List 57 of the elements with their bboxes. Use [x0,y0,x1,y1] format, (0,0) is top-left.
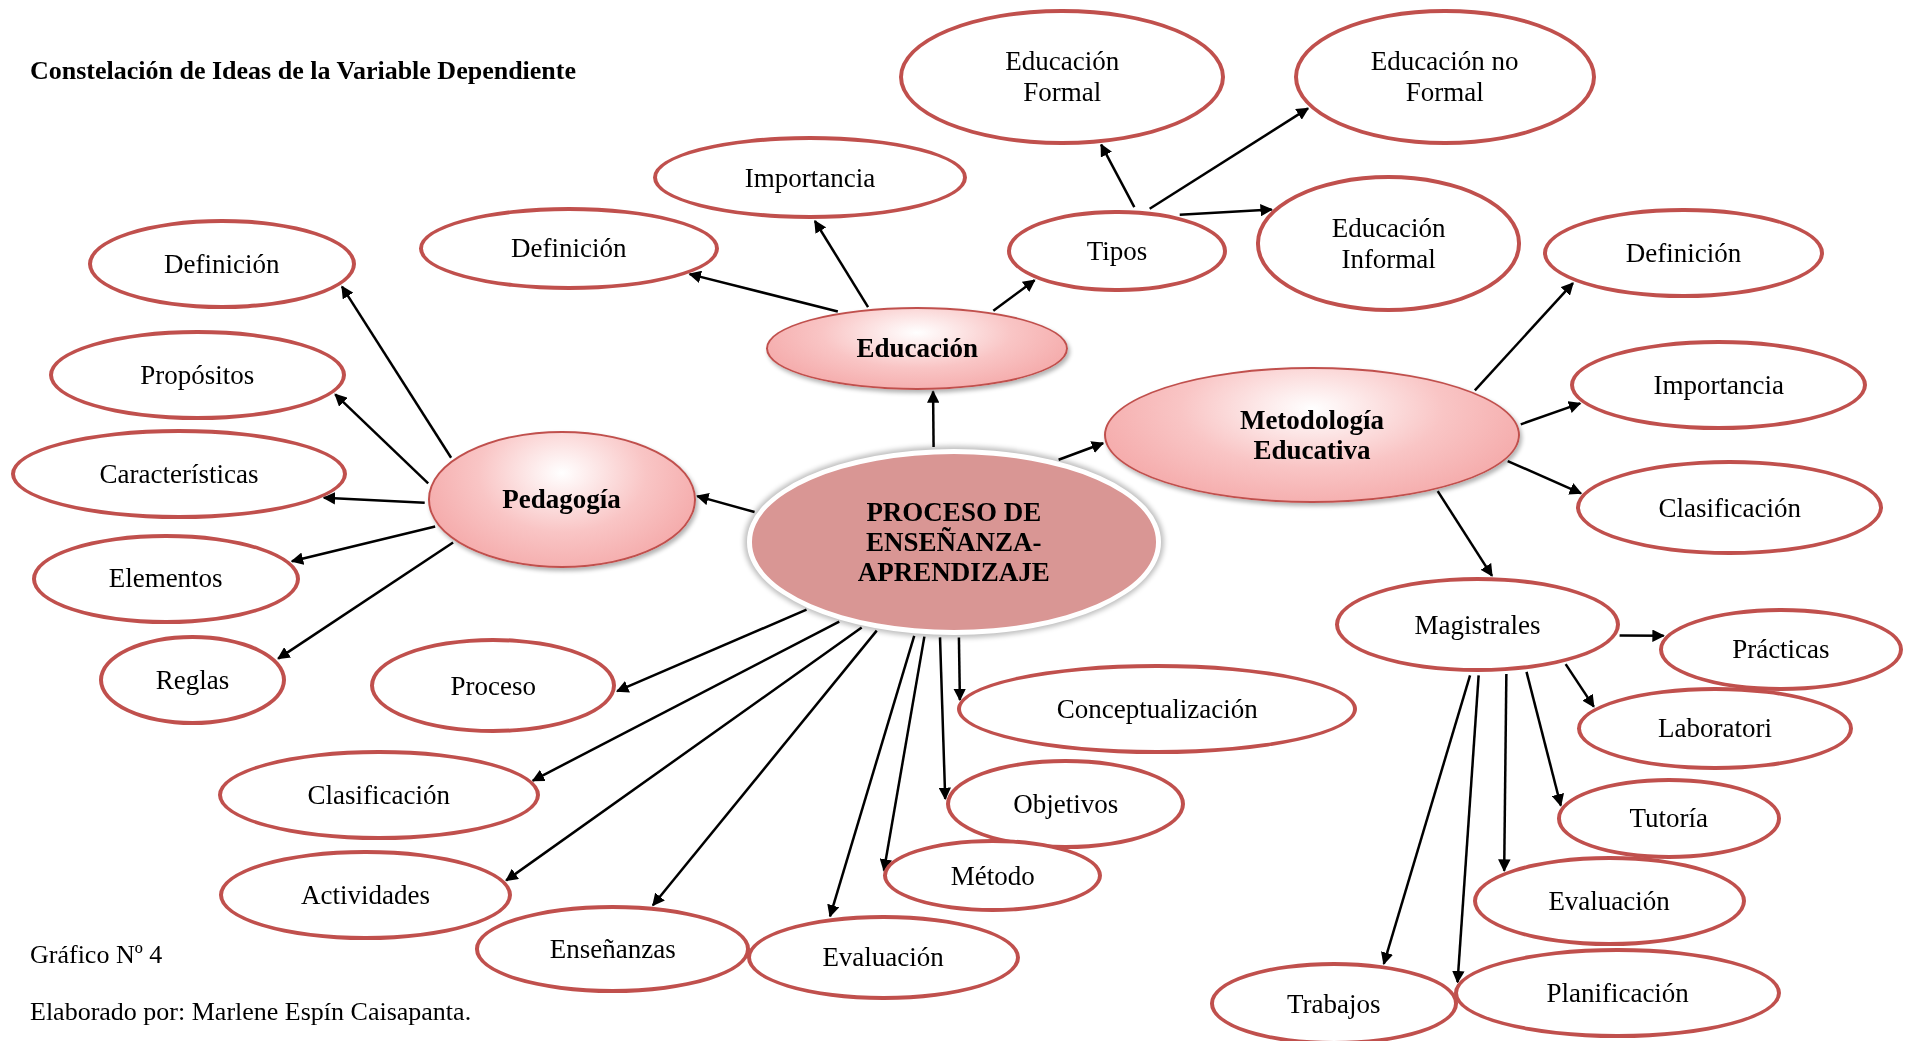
node-label: Conceptualización [1056,693,1258,725]
node-label: Tutoría [1629,803,1709,834]
node-label: Trabajos [1287,988,1381,1019]
arrow [1100,143,1136,208]
arrow [1149,107,1310,210]
node-label: Clasificación [307,780,451,811]
arrow [696,493,755,514]
node-label: Características [99,458,259,489]
node-label: Educación Informal [1330,213,1447,274]
node-label: Actividades [300,880,430,911]
node-label: Propósitos [140,360,255,391]
figure-number: Gráfico Nº 4 [30,940,163,970]
node-label: Definición [1625,238,1742,269]
node-label: Tipos [1086,235,1148,267]
node-label: Educación no Formal [1369,46,1520,107]
node-label: Método [950,860,1035,891]
node-label: Definición [511,233,627,264]
arrow [926,390,940,447]
arrow [616,608,807,693]
node-label: Pedagogía [502,484,621,515]
arrow [688,270,839,313]
node-label: Importancia [744,162,876,193]
arrow [505,626,863,882]
node-label: Enseñanzas [549,933,676,964]
node-label: Laboratori [1658,713,1773,744]
node-label: Educación Formal [1004,46,1121,107]
arrow [1564,663,1595,708]
node-label: Evaluación [1548,886,1670,917]
node-label: PROCESO DE ENSEÑANZA-APRENDIZAJE [856,496,1051,588]
arrow [334,393,430,485]
node-label: Clasificación [1658,492,1801,524]
node-label: Reglas [155,664,230,695]
arrow [322,492,425,505]
node-label: Proceso [450,670,537,701]
arrow [1498,674,1511,872]
arrow [1520,401,1582,426]
arrow [1436,490,1494,577]
arrow [277,541,454,660]
arrow [813,219,870,308]
arrow [1058,441,1105,461]
author-note: Elaborado por: Marlene Espín Caisapanta. [30,997,472,1027]
node-label: Elementos [108,563,223,594]
arrow [340,285,453,459]
node-label: Definición [163,249,280,280]
node-label: Prácticas [1732,634,1830,665]
node-label: Planificación [1546,977,1689,1008]
node-label: Objetivos [1013,788,1119,820]
node-label: Magistrales [1414,609,1541,640]
diagram-title: Constelación de Ideas de la Variable Dependiente [30,56,577,86]
node-label: Importancia [1653,369,1784,400]
arrow [1473,282,1574,392]
node-label: Educación [856,333,978,364]
arrow [1179,203,1273,217]
arrow [1381,674,1472,965]
arrow [992,279,1036,312]
node-label: Evaluación [822,942,944,973]
node-label: Metodología Educativa [1238,404,1385,466]
